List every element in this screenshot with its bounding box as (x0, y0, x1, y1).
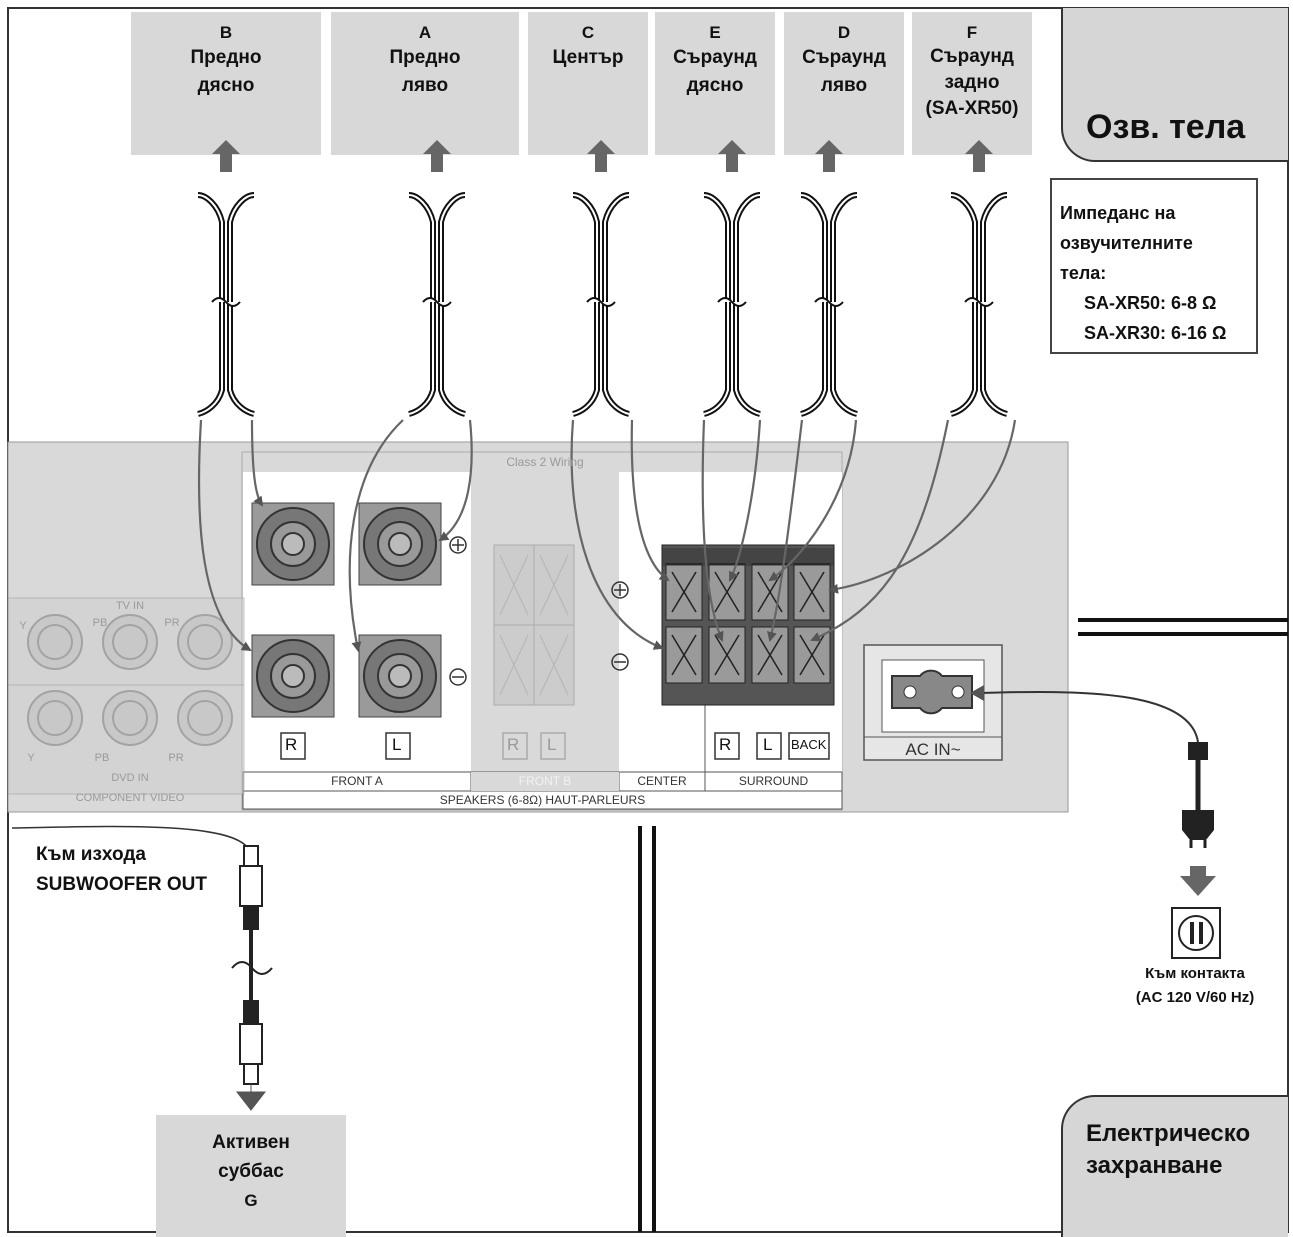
box-surround-left (784, 12, 904, 155)
arrow-front-right (212, 140, 240, 172)
surround-label: SURROUND (738, 774, 809, 788)
terminal-wire (729, 419, 762, 582)
subwoofer-out-note: Към изхода SUBWOOFER OUT (36, 844, 207, 895)
rl-boxes-faded (502, 732, 566, 760)
arrow-center (587, 140, 615, 172)
y-label-top: Y (19, 620, 27, 632)
surround-back-letter: BACK (791, 737, 827, 752)
terminal-wire (348, 419, 404, 652)
pb-label-bottom: PB (94, 752, 110, 764)
speaker-cable (800, 192, 858, 417)
arrow-surround-right (718, 140, 746, 172)
terminal-wire (570, 419, 664, 650)
terminal-wire (250, 419, 264, 507)
active-subwoofer-label: Активен суббас G (156, 1128, 346, 1216)
front-b-l-letter: L (547, 735, 557, 754)
subwoofer-box (156, 1115, 346, 1237)
speaker-cable (408, 192, 466, 417)
dvd-in-label: DVD IN (111, 772, 149, 784)
speakers-impedance-label: SPEAKERS (6-8Ω) HAUT-PARLEURS (439, 793, 646, 807)
power-tab-title: Електрическо захранване (1086, 1120, 1251, 1179)
rl-boxes (280, 732, 830, 760)
surround-l-letter: L (763, 735, 773, 754)
front-b-terminals (493, 544, 575, 706)
label-surround-right: E Съраунд дясно (655, 22, 775, 100)
speaker-cable (197, 192, 255, 417)
speaker-cable (572, 192, 630, 417)
center-label: CENTER (637, 774, 687, 788)
label-front-right: B Предно дясно (131, 22, 321, 100)
box-surround-back (912, 12, 1032, 155)
front-a-label: FRONT A (331, 774, 383, 788)
class2-wiring-label: Class 2 Wiring (506, 455, 584, 469)
arrow-front-left (423, 140, 451, 172)
terminal-wire (810, 419, 950, 642)
terminal-wire (768, 419, 858, 582)
box-front-right (131, 12, 321, 155)
front-a-l-letter: L (392, 735, 402, 754)
terminal-wire (630, 419, 670, 582)
front-a-r-letter: R (285, 735, 298, 754)
letter-d-badge: D (837, 23, 851, 42)
letter-a-badge: A (418, 23, 432, 42)
power-outlet-note: Към контакта (AC 120 V/60 Hz) (1135, 965, 1255, 1006)
label-surround-left: D Съраунд ляво (784, 22, 904, 100)
speakers-tab-title: Озв. тела (1086, 108, 1246, 146)
separator-lines (638, 618, 1288, 1232)
terminal-wire (828, 419, 1017, 594)
letter-f-badge: F (966, 23, 978, 42)
ac-in-socket (863, 644, 1003, 761)
subwoofer-cable (11, 825, 273, 1111)
tv-in-label: TV IN (115, 600, 145, 612)
arrow-surround-back (965, 140, 993, 172)
letter-e-badge: E (709, 23, 721, 42)
surround-terminals (661, 544, 835, 706)
ac-in-label: AC IN~ (905, 740, 961, 759)
power-tab (1061, 1095, 1288, 1237)
surround-r-letter: R (719, 735, 732, 754)
arrow-surround-left (815, 140, 843, 172)
impedance-note: Импеданс на озвучителните тела: SA-XR50:… (1050, 178, 1258, 354)
box-surround-right (655, 12, 775, 155)
front-b-label: FRONT B (518, 774, 572, 788)
label-center: C Център (528, 22, 648, 72)
letter-g-badge: G (244, 1191, 258, 1210)
speaker-cable (950, 192, 1008, 417)
pr-label-top: PR (164, 617, 180, 629)
pr-label-bottom: PR (168, 752, 184, 764)
polarity-symbols (449, 536, 629, 686)
terminal-wire (701, 419, 724, 642)
letter-c-badge: C (581, 23, 595, 42)
letter-b-badge: B (219, 23, 233, 42)
terminal-wires (197, 419, 1017, 652)
pb-label-top: PB (92, 617, 108, 629)
front-b-r-letter: R (507, 735, 520, 754)
speaker-boxes (131, 12, 1032, 155)
component-video (7, 597, 245, 795)
box-center (528, 12, 648, 155)
terminal-wire (197, 419, 252, 652)
terminal-wire (438, 419, 473, 542)
front-a-terminals (251, 502, 442, 718)
label-front-left: A Предно ляво (331, 22, 519, 100)
speakers-tab (1061, 8, 1288, 162)
box-front-left (331, 12, 519, 155)
component-video-label: COMPONENT VIDEO (75, 792, 185, 804)
up-arrows (212, 140, 993, 172)
speaker-cables (197, 192, 1008, 417)
power-cord (970, 685, 1221, 959)
label-surround-back: F Съраунд задно (SA-XR50) (912, 22, 1032, 122)
speaker-cable (703, 192, 761, 417)
terminal-wire (767, 419, 804, 642)
y-label-bottom: Y (27, 752, 35, 764)
